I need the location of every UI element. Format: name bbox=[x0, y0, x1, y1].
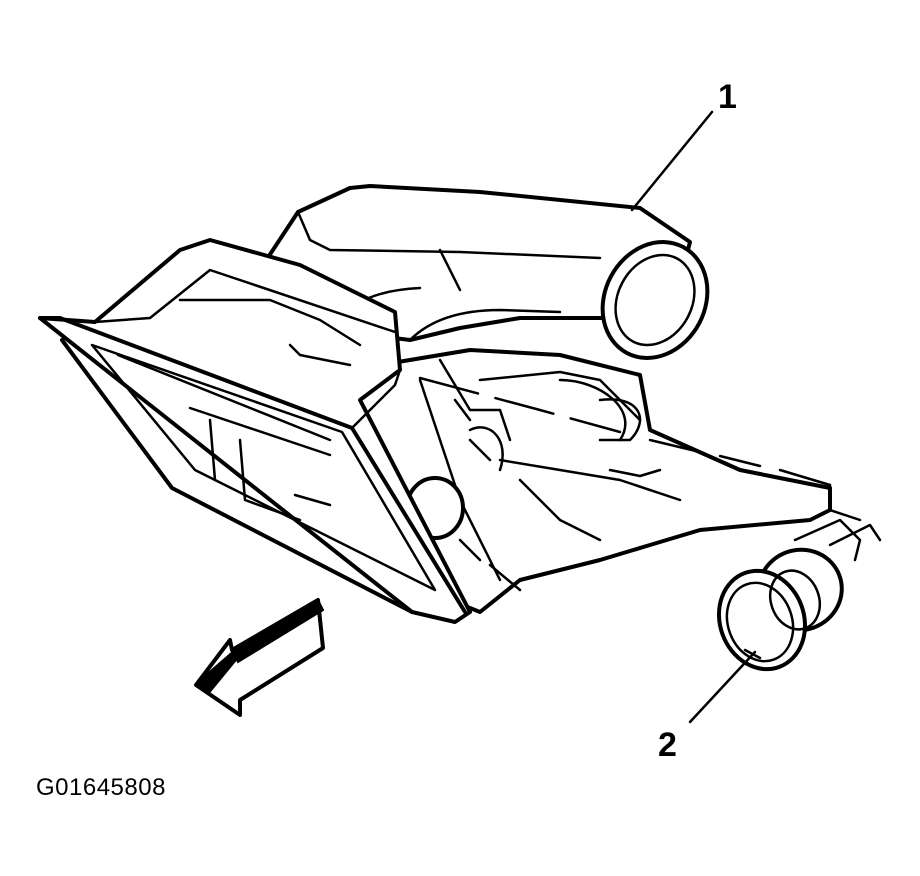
callout-label-2: 2 bbox=[658, 726, 677, 764]
callout-label-1: 1 bbox=[718, 78, 737, 116]
filter-housing bbox=[38, 238, 472, 624]
figure-id: G01645808 bbox=[36, 774, 166, 801]
leader-line-1 bbox=[630, 110, 714, 212]
installation-path-line bbox=[418, 376, 862, 522]
actuator-part-2 bbox=[716, 518, 882, 672]
leader-line-2 bbox=[688, 650, 757, 724]
direction-arrow-icon bbox=[194, 598, 325, 717]
